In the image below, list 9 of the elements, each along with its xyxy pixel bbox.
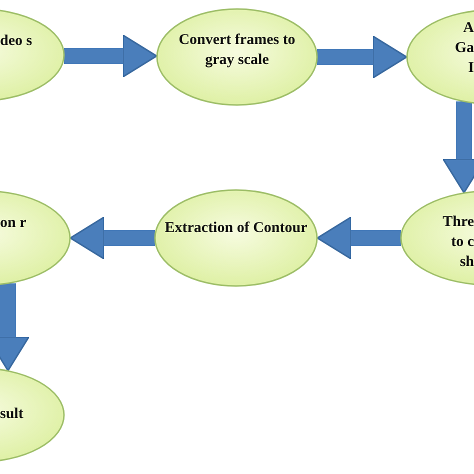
node-text: sult [0, 405, 24, 424]
node-text: Thre to c sh [442, 213, 474, 272]
node-text: deo s [0, 32, 34, 51]
node-text: A Ga I [454, 19, 474, 78]
process-ellipse [156, 8, 318, 106]
node-text: Extraction of Contour [164, 219, 308, 238]
process-ellipse [154, 189, 318, 287]
node-text: Convert frames to gray scale [178, 31, 296, 70]
node-text: on r [0, 214, 28, 233]
